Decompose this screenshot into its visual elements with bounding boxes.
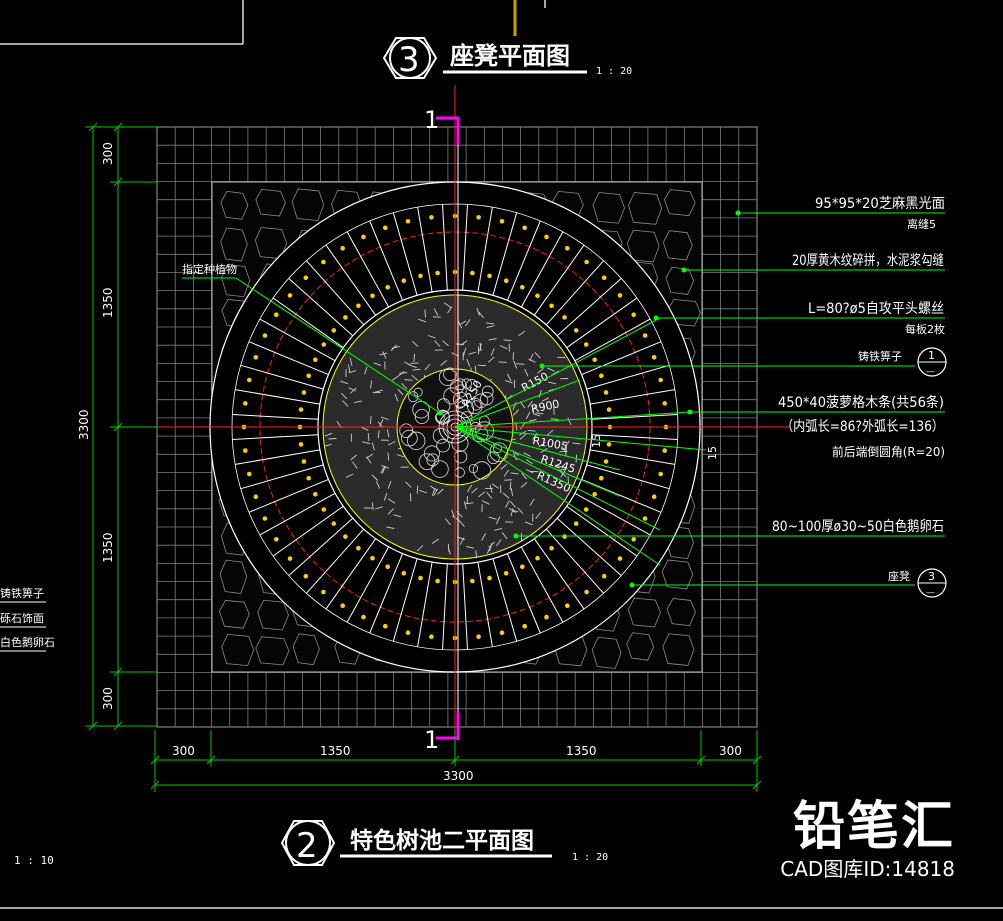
callout-bench-sheet: — — [926, 588, 935, 598]
annotation-wood-strips: 450*40菠萝格木条(共56条) — [778, 394, 944, 411]
callout-grate-sheet: — — [926, 367, 935, 377]
left-scale: 1 : 10 — [14, 854, 54, 867]
watermark: 铅笔汇 CAD图库ID:14818 — [780, 797, 955, 881]
right-leader-lines — [454, 212, 945, 586]
left-cut-labels: 铸铁箅子 砾石饰面 白色鹅卵石 — [0, 586, 55, 652]
radius-label-r900: R900 — [530, 397, 561, 416]
section-mark-top: 1 — [424, 106, 460, 145]
dim-left-seg-3: 1350 — [101, 532, 115, 563]
left-cut-label-1: 铸铁箅子 — [0, 586, 44, 600]
dim-left-total: 3300 — [77, 409, 91, 440]
left-dimension-labels: 300 1350 1350 300 3300 — [77, 142, 115, 710]
dim-left-seg-1: 300 — [101, 142, 115, 165]
section-mark-bottom-label: 1 — [424, 726, 439, 754]
left-dimensions — [85, 122, 157, 731]
dim-bottom-seg-2: 1350 — [320, 744, 351, 758]
top-title-text: 座凳平面图 — [450, 42, 570, 70]
dim-bottom-seg-4: 300 — [719, 744, 742, 758]
small-dim-2: 15 — [706, 446, 719, 460]
bottom-title-block: 2 特色树池二平面图 1 : 20 — [280, 820, 608, 866]
section-mark-bottom: 1 — [424, 712, 460, 754]
annotation-screw: L=80?ø5自攻平头螺丝 — [808, 301, 944, 317]
watermark-id: CAD图库ID:14818 — [780, 857, 955, 881]
callout-grate-number: 1 — [928, 349, 935, 362]
annotation-crazy-paving: 20厚黄木纹碎拼，水泥浆勾缝 — [792, 252, 944, 269]
annotation-arc-length: （内弧长=86?外弧长=136） — [781, 419, 944, 435]
dim-left-seg-2: 1350 — [101, 287, 115, 318]
bottom-title-scale: 1 : 20 — [572, 852, 608, 863]
dim-left-seg-4: 300 — [101, 687, 115, 710]
bottom-title-text: 特色树池二平面图 — [350, 827, 534, 854]
leader-dots — [513, 210, 741, 588]
right-callout-grate: 1 — — [917, 347, 947, 377]
annotation-granite-gap: 离缝5 — [907, 217, 936, 231]
section-mark-top-label: 1 — [424, 106, 439, 134]
right-annotations: 95*95*20芝麻黑光面 离缝5 20厚黄木纹碎拼，水泥浆勾缝 L=80?ø5… — [772, 196, 945, 583]
top-title-scale: 1 : 20 — [596, 66, 632, 77]
annotation-pebbles: 80~100厚ø30~50白色鹅卵石 — [772, 518, 944, 535]
left-planting-label: 指定种植物 — [182, 262, 443, 416]
annotation-granite-tile: 95*95*20芝麻黑光面 — [815, 196, 945, 212]
annotation-rounded-corner: 前后端倒圆角(R=20) — [832, 444, 945, 459]
bottom-title-number: 2 — [296, 826, 318, 866]
planting-label-text: 指定种植物 — [182, 262, 237, 276]
radius-label-r1005: R1005 — [531, 434, 568, 453]
bottom-dimensions — [150, 730, 762, 792]
top-title-block: 3 座凳平面图 1 : 20 — [382, 37, 632, 80]
left-cut-label-3: 白色鹅卵石 — [0, 635, 55, 649]
callout-bench-number: 3 — [928, 570, 935, 583]
annotation-screw-count: 每板2枚 — [905, 322, 945, 336]
annotation-grate: 铸铁箅子 — [858, 349, 902, 363]
dim-bottom-seg-3: 1350 — [566, 744, 597, 758]
small-dim-1: 15 — [590, 434, 603, 448]
left-cut-label-2: 砾石饰面 — [0, 611, 44, 625]
right-callout-bench: 3 — — [917, 568, 947, 598]
bottom-dimension-labels: 300 1350 1350 300 3300 — [172, 744, 742, 783]
dim-bottom-total: 3300 — [443, 769, 474, 783]
watermark-brand: 铅笔汇 — [792, 797, 955, 857]
annotation-bench: 座凳 — [888, 569, 910, 583]
top-title-number: 3 — [398, 40, 420, 80]
dim-bottom-seg-1: 300 — [172, 744, 195, 758]
